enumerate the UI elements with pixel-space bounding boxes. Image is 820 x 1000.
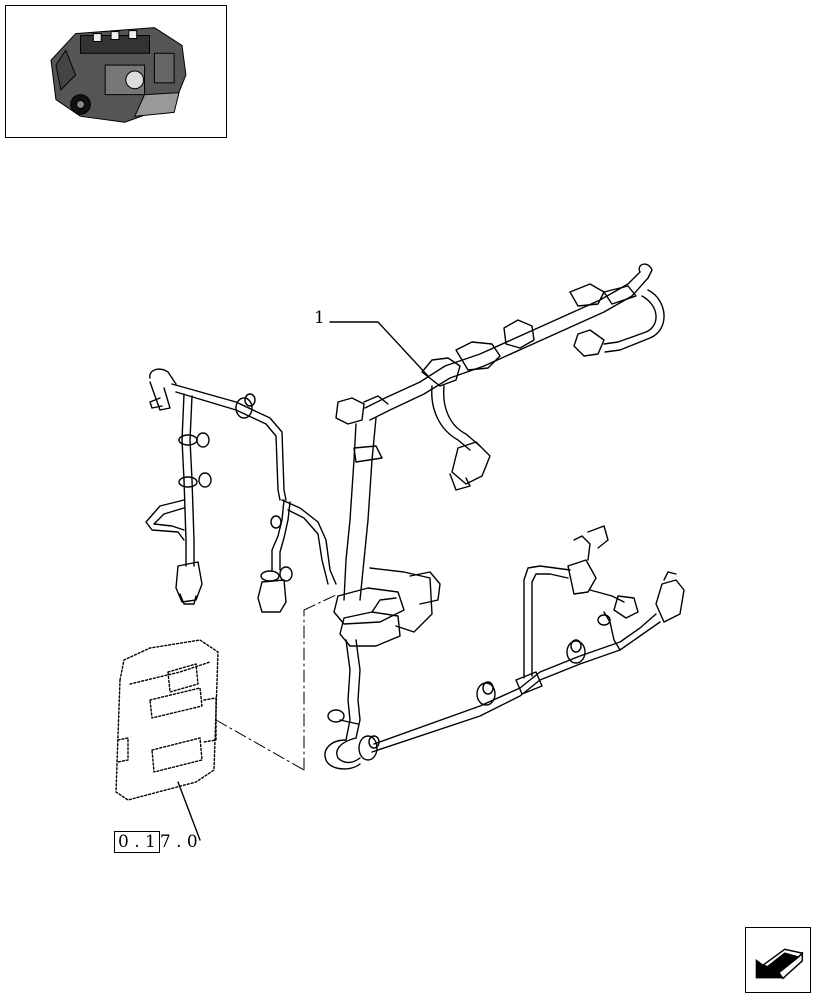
reference-boxed-part: 0 . 1 bbox=[114, 831, 160, 853]
left-harness-branch bbox=[145, 368, 337, 613]
reference-leader bbox=[177, 781, 201, 841]
engine-thumbnail bbox=[5, 5, 227, 138]
reference-rest-part: 7 . 0 bbox=[159, 832, 198, 852]
lower-harness bbox=[324, 525, 685, 770]
engine-thumbnail-icon bbox=[50, 27, 187, 123]
ecu-module bbox=[115, 639, 219, 801]
prev-arrow-icon bbox=[755, 948, 804, 980]
main-trunk bbox=[364, 263, 665, 491]
vertical-harness bbox=[333, 395, 441, 647]
prev-page-button[interactable] bbox=[745, 927, 811, 993]
callout-1-leader bbox=[329, 321, 429, 377]
callout-1: 1 bbox=[314, 308, 325, 328]
connection-lines bbox=[215, 593, 339, 771]
